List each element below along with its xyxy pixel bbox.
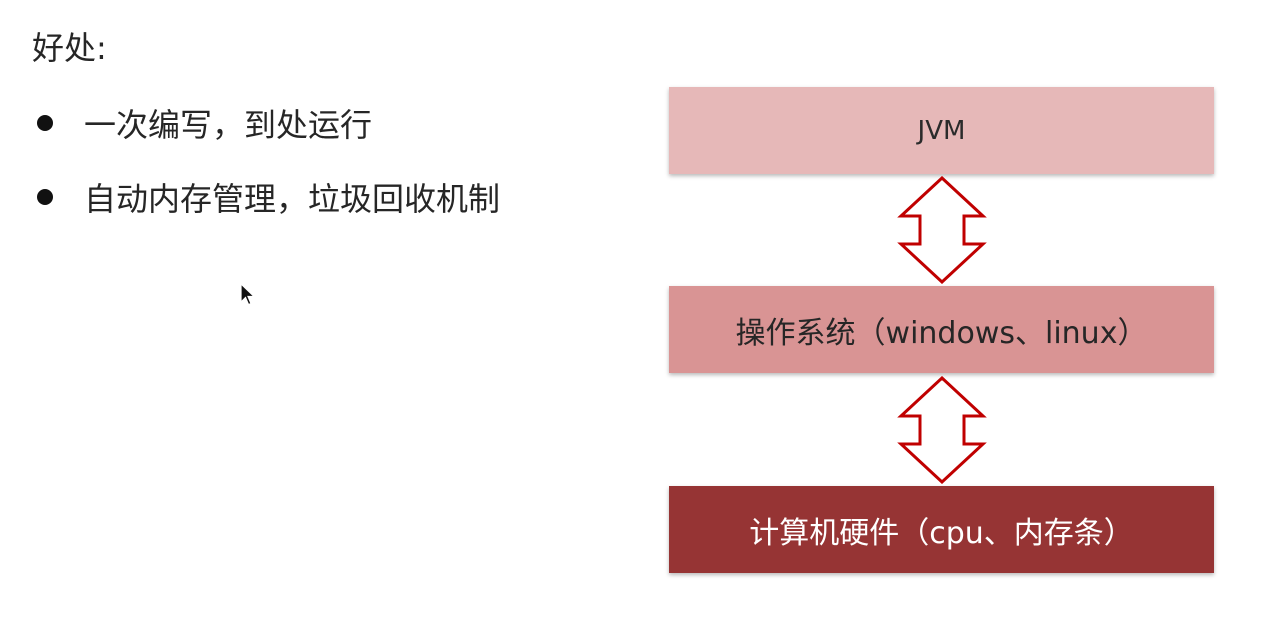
slide-heading: 好处: — [32, 29, 107, 67]
bullet-text: 自动内存管理，垃圾回收机制 — [84, 180, 501, 218]
double-arrow-vertical-icon — [897, 376, 987, 484]
list-item: 一次编写，到处运行 — [32, 98, 500, 148]
list-item: 自动内存管理，垃圾回收机制 — [32, 172, 500, 222]
hardware-layer-box: 计算机硬件（cpu、内存条） — [669, 486, 1214, 573]
hardware-layer-label: 计算机硬件（cpu、内存条） — [749, 515, 1134, 551]
jvm-layer-box: JVM — [669, 87, 1214, 174]
os-layer-label: 操作系统（windows、linux） — [735, 315, 1148, 351]
bullet-icon — [37, 189, 53, 205]
bullet-text: 一次编写，到处运行 — [84, 106, 373, 144]
bullet-icon — [37, 115, 53, 131]
jvm-layer-label: JVM — [917, 115, 966, 146]
os-layer-box: 操作系统（windows、linux） — [669, 286, 1214, 373]
benefit-list: 一次编写，到处运行 自动内存管理，垃圾回收机制 — [32, 98, 500, 246]
double-arrow-vertical-icon — [897, 176, 987, 284]
mouse-cursor-icon — [240, 283, 256, 306]
